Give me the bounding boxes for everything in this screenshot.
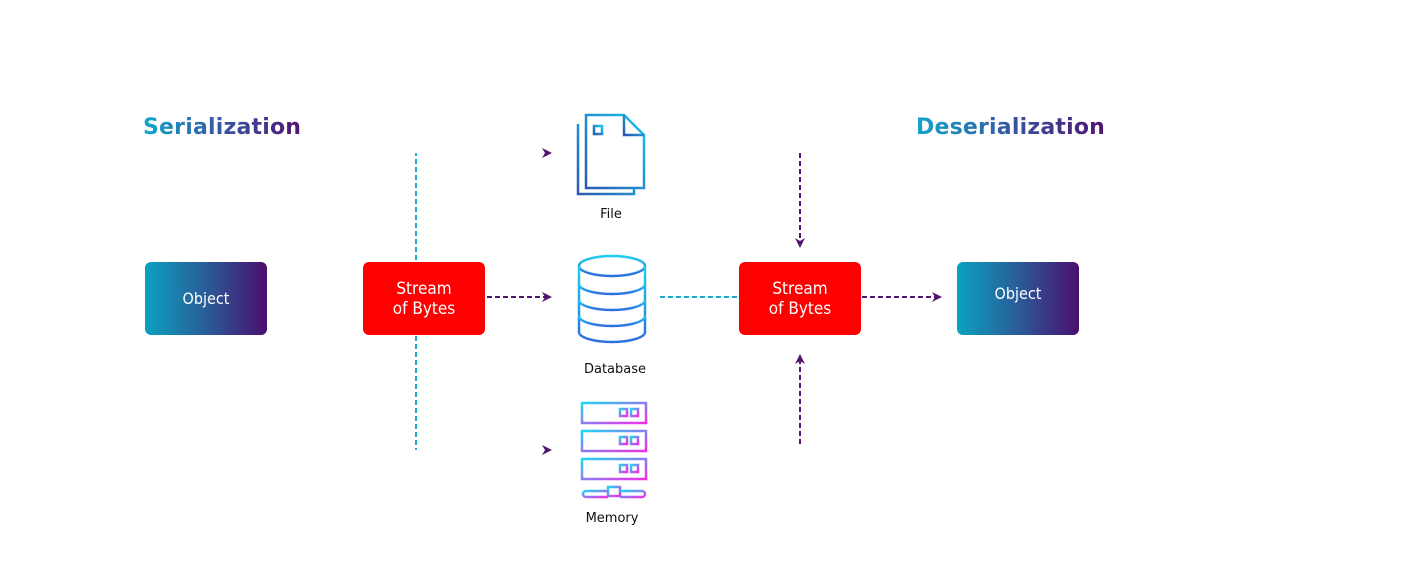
source-object-box: Object — [145, 262, 267, 335]
target-object-label: Object — [994, 284, 1042, 303]
stream-left-line1: Stream — [396, 278, 452, 299]
database-label: Database — [583, 362, 647, 377]
source-object-label: Object — [182, 289, 230, 308]
file-document-icon — [576, 113, 646, 196]
stream-of-bytes-left: Stream of Bytes — [363, 262, 485, 335]
database-icon — [577, 254, 647, 344]
memory-label: Memory — [585, 511, 639, 526]
server-memory-icon — [580, 401, 648, 499]
stream-right-line2: of Bytes — [768, 298, 832, 319]
stream-of-bytes-right: Stream of Bytes — [739, 262, 861, 335]
target-object-box: Object — [957, 262, 1079, 335]
stream-left-line2: of Bytes — [392, 298, 456, 319]
stream-right-line1: Stream — [772, 278, 828, 299]
deserialization-heading: Deserialization — [916, 115, 1106, 140]
serialization-heading: Serialization — [143, 115, 302, 140]
file-label: File — [600, 207, 622, 222]
